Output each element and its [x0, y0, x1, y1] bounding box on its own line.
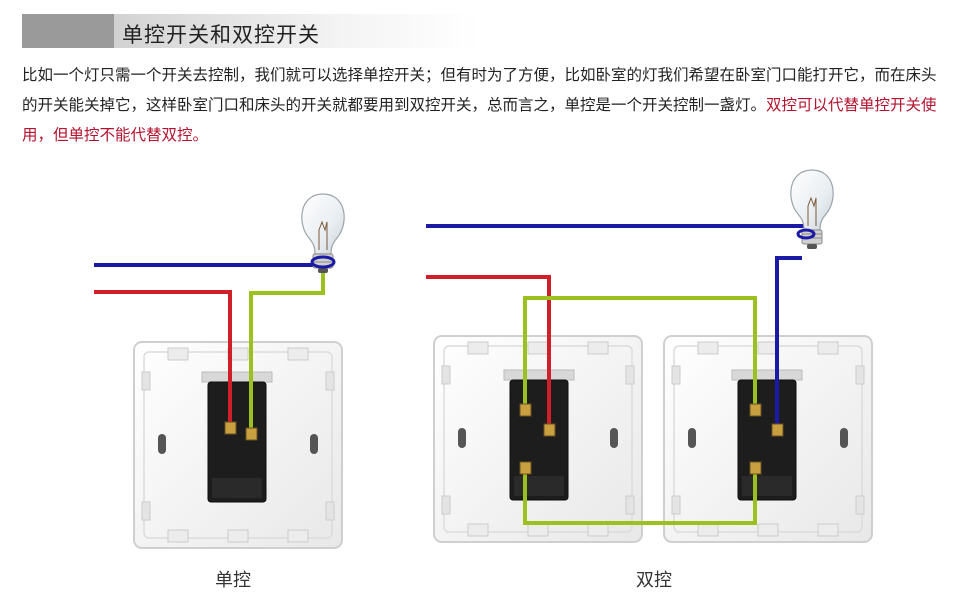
- terminals: [224, 403, 784, 475]
- single-control-wiring: [94, 263, 325, 434]
- single-switch-plate: [133, 341, 343, 549]
- double-control-wiring: [426, 224, 807, 525]
- light-bulb-icon: [790, 169, 834, 250]
- description-text: 比如一个灯只需一个开关去控制，我们就可以选择单控开关；但有时为了方便，比如卧室的…: [22, 66, 937, 114]
- description-paragraph: 比如一个灯只需一个开关去控制，我们就可以选择单控开关；但有时为了方便，比如卧室的…: [22, 60, 938, 150]
- double-switch-plate-left: [433, 335, 643, 543]
- light-bulb-icon: [301, 193, 345, 274]
- double-switch-plate-right: [663, 335, 873, 543]
- caption-double-control: 双控: [636, 570, 672, 591]
- caption-single-control: 单控: [215, 570, 251, 591]
- title-accent-block: [22, 14, 114, 48]
- page-title: 单控开关和双控开关: [122, 23, 320, 47]
- description-highlight: 双控可以代替单控开关使用，但单控不能代替双控。: [22, 96, 937, 144]
